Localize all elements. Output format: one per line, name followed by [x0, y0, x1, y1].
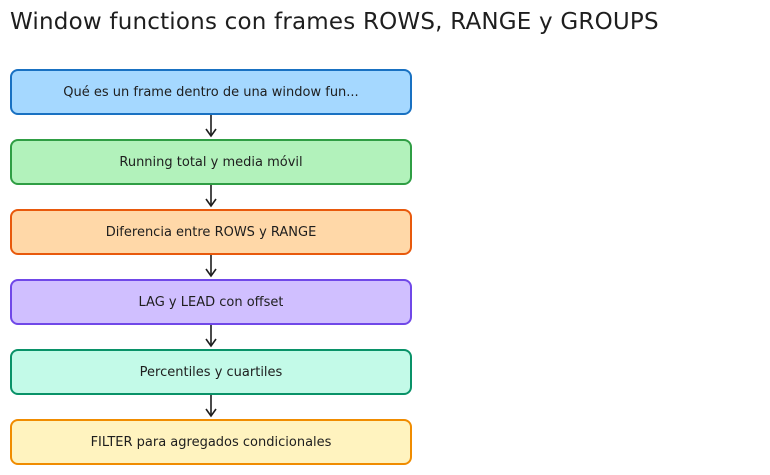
diagram-title: Window functions con frames ROWS, RANGE …	[10, 9, 659, 35]
arrow-4	[205, 325, 217, 348]
step-box-frame-definition[interactable]: Qué es un frame dentro de una window fun…	[10, 69, 412, 115]
arrow-5	[205, 395, 217, 418]
step-label: Running total y media móvil	[119, 154, 303, 170]
arrow-3	[205, 255, 217, 278]
step-box-filter[interactable]: FILTER para agregados condicionales	[10, 419, 412, 465]
step-box-lag-lead[interactable]: LAG y LEAD con offset	[10, 279, 412, 325]
arrow-1	[205, 115, 217, 138]
arrow-2	[205, 185, 217, 208]
step-box-running-total[interactable]: Running total y media móvil	[10, 139, 412, 185]
step-label: Percentiles y cuartiles	[139, 364, 283, 380]
step-box-percentiles[interactable]: Percentiles y cuartiles	[10, 349, 412, 395]
step-box-rows-vs-range[interactable]: Diferencia entre ROWS y RANGE	[10, 209, 412, 255]
step-label: FILTER para agregados condicionales	[90, 434, 332, 450]
step-label: Qué es un frame dentro de una window fun…	[63, 84, 359, 100]
step-label: Diferencia entre ROWS y RANGE	[105, 224, 317, 240]
step-label: LAG y LEAD con offset	[138, 294, 284, 310]
